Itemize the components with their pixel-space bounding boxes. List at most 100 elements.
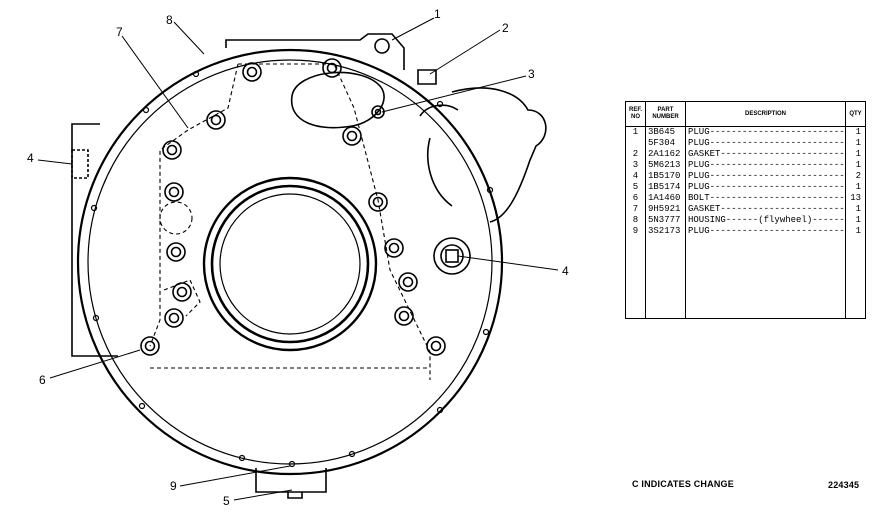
- description-cell-text: PLUG-------------------------------: [688, 226, 845, 236]
- table-row: 7 9H5921 GASKET---------------------------…: [625, 204, 866, 215]
- ref-cell: 9C: [625, 226, 646, 237]
- qty-cell: 1: [845, 126, 866, 138]
- left-plug: [71, 149, 89, 179]
- description-cell-text: BOLT-------------------------------: [688, 193, 845, 203]
- empty-cell: [645, 237, 686, 319]
- ref-cell-text: 6: [632, 193, 639, 203]
- right-housing-bump: [451, 87, 547, 223]
- ref-cell: 7: [625, 204, 646, 215]
- description-cell: PLUG-------------------------------: [685, 160, 846, 171]
- callout-1: 1: [434, 7, 441, 21]
- qty-cell: 1: [845, 226, 866, 237]
- description-cell-text: HOUSING------(flywheel)--------------: [688, 215, 845, 225]
- description-cell-text: PLUG-------------------------------: [688, 160, 845, 170]
- ref-cell-text: 5: [632, 182, 639, 192]
- qty-cell-text: 1: [855, 204, 861, 214]
- ref-cell-text: 4: [632, 171, 639, 181]
- part-number-cell-text: 5N3777: [648, 215, 681, 225]
- description-cell-text: PLUG-------------------------------: [688, 171, 845, 181]
- empty-cell: [845, 237, 866, 319]
- leader-1: [391, 17, 435, 41]
- table-filler-row: [625, 237, 866, 319]
- bottom-boss: [255, 468, 327, 493]
- header-description: DESCRIPTION: [685, 101, 846, 127]
- qty-cell: 1: [845, 160, 866, 171]
- table-row: 8 5N3777 HOUSING------(flywheel)----------…: [625, 215, 866, 226]
- leader-4-right: [457, 255, 559, 271]
- callout-3: 3: [528, 67, 535, 81]
- callout-7: 7: [116, 25, 123, 39]
- part-number-cell-text: 2A1162: [648, 149, 681, 159]
- empty-cell: [685, 237, 846, 319]
- left-flange: [71, 123, 118, 357]
- ref-cell-text: 2: [632, 149, 639, 159]
- callout-4-right: 4: [562, 264, 569, 278]
- table-row: 6 1A1460BOLT-----------------------------…: [625, 193, 866, 204]
- ref-cell: [625, 138, 646, 149]
- qty-cell: 1: [845, 138, 866, 149]
- part-number-cell-text: 9H5921: [648, 204, 681, 214]
- top-boss: [225, 33, 405, 70]
- ref-cell-text: 9: [632, 226, 639, 236]
- description-cell: GASKET-----------------------------: [685, 204, 846, 215]
- table-header-row: REF. NO PART NUMBER DESCRIPTION QTY: [625, 101, 866, 127]
- part-number-cell: 5F304: [645, 138, 686, 149]
- leader-2: [429, 29, 501, 75]
- upper-opening: [290, 71, 385, 129]
- right-plug-boss: [433, 237, 471, 275]
- callout-9: 9: [170, 479, 177, 493]
- qty-cell-text: 1: [855, 138, 861, 148]
- leader-8: [173, 21, 205, 55]
- leader-4-left: [37, 159, 73, 165]
- part-number-cell: 3B645: [645, 126, 686, 138]
- description-cell: PLUG-------------------------------: [685, 171, 846, 182]
- ref-cell-text: 3: [632, 160, 639, 170]
- qty-cell: 1: [845, 204, 866, 215]
- description-cell: HOUSING------(flywheel)--------------: [685, 215, 846, 226]
- ref-cell: 5: [625, 182, 646, 193]
- description-cell: PLUG-------------------------------: [685, 182, 846, 193]
- qty-cell: 1: [845, 149, 866, 160]
- part-number-cell: 1A1460: [645, 193, 686, 204]
- table-row: 5F304 PLUG-------------------------------…: [625, 138, 866, 149]
- description-cell: PLUG-------------------------------: [685, 126, 846, 138]
- part-number-cell-text: 1B5170: [648, 171, 681, 181]
- part-number-cell: 3S2173: [645, 226, 686, 237]
- ref-cell-text: 7: [632, 204, 639, 214]
- qty-cell: 1: [845, 215, 866, 226]
- callout-6: 6: [39, 373, 46, 387]
- parts-list-table: REF. NO PART NUMBER DESCRIPTION QTY 1 3B6…: [625, 101, 866, 319]
- ref-cell: 4: [625, 171, 646, 182]
- ref-cell-text: 1: [632, 127, 639, 137]
- ref-cell-text: 8: [632, 215, 639, 225]
- callout-8: 8: [166, 13, 173, 27]
- part-number-cell-text: 1B5174: [648, 182, 681, 192]
- description-cell: GASKET-----------------------------: [685, 149, 846, 160]
- qty-cell: 1: [845, 182, 866, 193]
- qty-cell: 13: [845, 193, 866, 204]
- drawing-number: 224345: [828, 480, 860, 490]
- empty-cell: [625, 237, 646, 319]
- table-row: 3 5M6213 PLUG-----------------------------…: [625, 160, 866, 171]
- ref-cell: 1: [625, 126, 646, 138]
- part-number-cell: 1B5170: [645, 171, 686, 182]
- table-row: 9C3S2173 PLUG----------------------------…: [625, 226, 866, 237]
- table-row: 1 3B645 PLUG------------------------------…: [625, 126, 866, 138]
- description-cell-text: PLUG-------------------------------: [688, 138, 845, 148]
- description-cell-text: PLUG-------------------------------: [688, 182, 845, 192]
- part-number-cell-text: 5F304: [648, 138, 676, 148]
- table-row: 5 1B5174 PLUG-----------------------------…: [625, 182, 866, 193]
- ref-cell: 8: [625, 215, 646, 226]
- leader-9: [179, 465, 291, 487]
- part-number-cell: 9H5921: [645, 204, 686, 215]
- table-row: 4 1B5170 PLUG-----------------------------…: [625, 171, 866, 182]
- table-row: 2 2A1162 GASKET---------------------------…: [625, 149, 866, 160]
- part-number-cell-text: 3S2173: [648, 226, 681, 236]
- part-number-cell-text: 3B645: [648, 127, 676, 137]
- qty-cell-text: 13: [850, 193, 861, 203]
- description-cell: PLUG-------------------------------: [685, 138, 846, 149]
- part-number-cell-text: 5M6213: [648, 160, 681, 170]
- callout-4-left: 4: [27, 151, 34, 165]
- part-number-cell: 1B5174: [645, 182, 686, 193]
- ref-cell: 2: [625, 149, 646, 160]
